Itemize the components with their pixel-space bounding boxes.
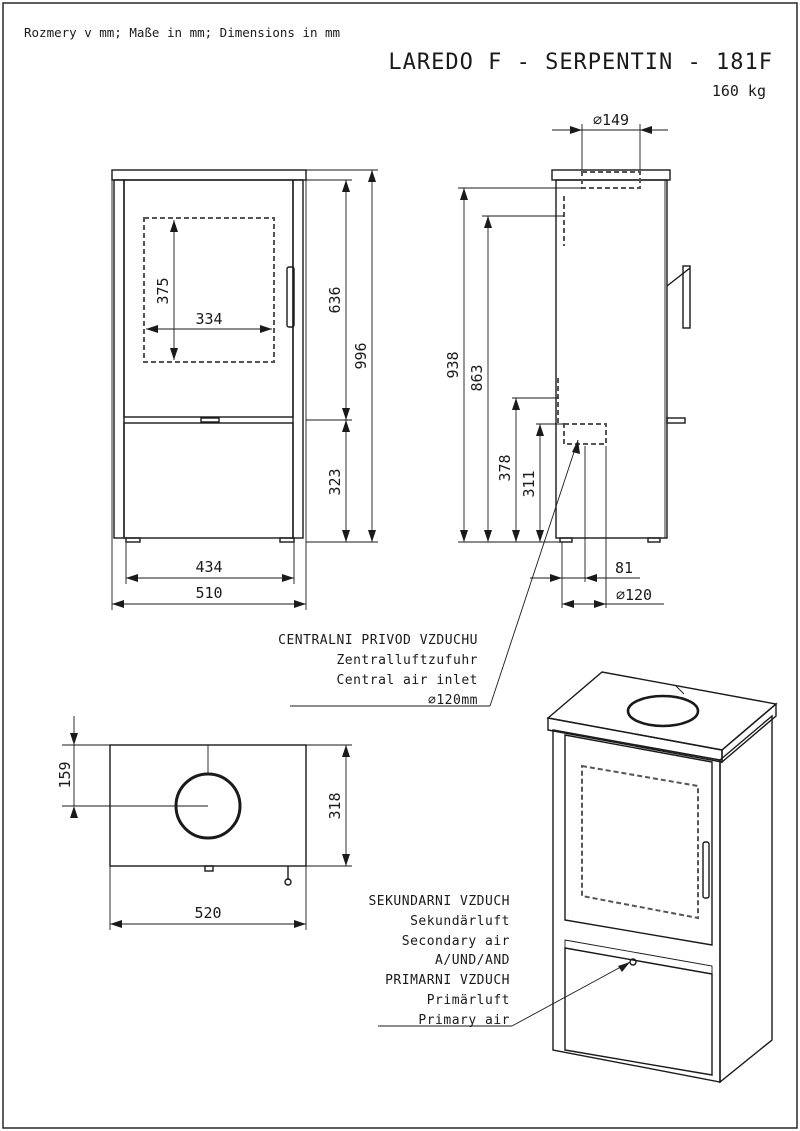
dim-height-311: 311	[520, 470, 538, 497]
top-handle	[204, 865, 214, 872]
side-foot-right	[647, 537, 661, 543]
side-air-inlet	[563, 423, 607, 445]
iso-lower-panel	[564, 947, 713, 1076]
iso-door	[564, 734, 713, 946]
dim-total-height: 996	[352, 342, 370, 369]
dim-inlet-diameter: ∅120	[616, 586, 652, 604]
air-label-line1: SEKUNDARNI VZDUCH	[368, 894, 510, 909]
air-label-line2: Sekundärluft	[410, 914, 510, 929]
front-door	[123, 179, 294, 418]
inlet-label-line4: ∅120mm	[428, 693, 478, 708]
dim-width-inner: 434	[195, 558, 222, 576]
model-title: LAREDO F - SERPENTIN - 181F	[388, 50, 773, 75]
side-flue-outline	[581, 171, 641, 189]
top-knob	[284, 878, 292, 886]
dim-flue-height: 938	[444, 351, 462, 378]
front-foot-right	[279, 537, 295, 543]
air-label-line7: Primary air	[418, 1013, 510, 1028]
dim-height-378: 378	[496, 454, 514, 481]
iso-body-side	[719, 714, 773, 1084]
side-foot-left	[559, 537, 573, 543]
dim-door-height: 636	[326, 286, 344, 313]
iso-flue-opening	[626, 694, 700, 728]
central-air-inlet-label: CENTRALNI PRIVOD VZDUCHU Zentralluftzufu…	[278, 633, 478, 708]
air-label-line5: PRIMARNI VZDUCH	[385, 973, 510, 988]
iso-top-plate-side	[721, 702, 777, 764]
air-label-line3: Secondary air	[402, 934, 510, 949]
front-view: 375 334 636 323 996 434 510	[111, 169, 378, 610]
dim-glass-width: 334	[195, 310, 222, 328]
dim-base-height: 323	[326, 468, 344, 495]
air-label-line4: A/UND/AND	[435, 953, 510, 968]
dim-depth-159: 159	[56, 761, 74, 788]
top-view: 159 318 520	[56, 716, 352, 930]
inlet-label-line3: Central air inlet	[336, 673, 478, 688]
front-vent-handle	[200, 417, 220, 423]
front-right-post	[292, 179, 304, 539]
dim-rear-outlet-height: 863	[468, 364, 486, 391]
front-left-post	[113, 179, 125, 539]
side-view: ∅149 938 863 378 311 81 ∅120	[444, 111, 691, 608]
iso-vent-strip	[564, 939, 713, 975]
inlet-label-line2: Zentralluftzufuhr	[336, 653, 478, 668]
dim-offset-81: 81	[615, 559, 633, 577]
dim-width-520: 520	[194, 904, 221, 922]
side-handle	[682, 265, 691, 329]
dim-depth-318: 318	[326, 792, 344, 819]
dim-glass-height: 375	[154, 277, 172, 304]
door-handle	[286, 266, 295, 328]
isometric-view	[546, 671, 778, 1084]
dim-width-outer: 510	[195, 584, 222, 602]
front-foot-left	[125, 537, 141, 543]
inlet-label-line1: CENTRALNI PRIVOD VZDUCHU	[278, 633, 478, 648]
dim-flue-diameter: ∅149	[593, 111, 629, 129]
air-label-line6: Primärluft	[427, 993, 510, 1008]
units-note: Rozmery v mm; Maße in mm; Dimensions in …	[24, 25, 340, 40]
iso-glass-outline	[581, 764, 699, 920]
front-top-plate	[111, 169, 307, 181]
front-glass-outline	[143, 217, 275, 363]
side-body	[555, 179, 668, 539]
front-lower-panel	[123, 422, 294, 539]
iso-door-handle	[702, 841, 710, 899]
air-label: SEKUNDARNI VZDUCH Sekundärluft Secondary…	[368, 894, 510, 1028]
side-vent-lever	[666, 417, 686, 424]
weight-label: 160 kg	[712, 82, 766, 100]
